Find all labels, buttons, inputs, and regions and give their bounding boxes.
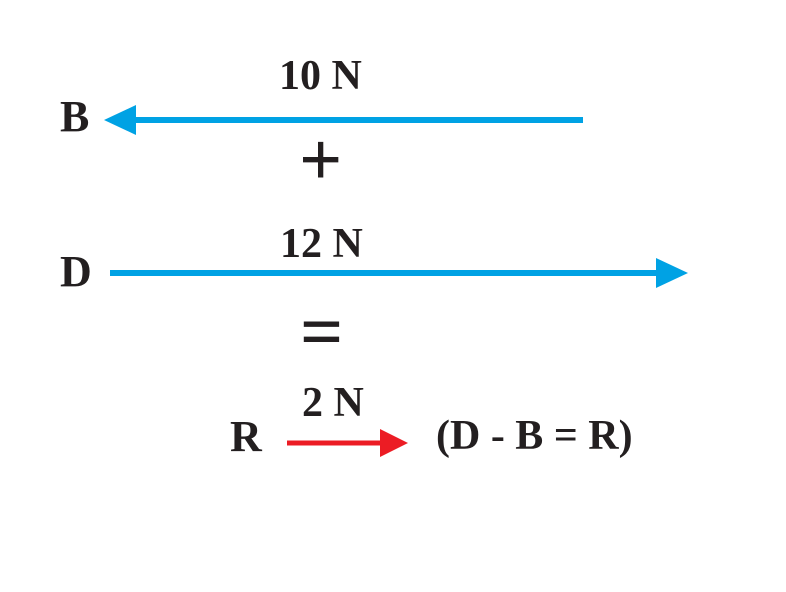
resultant-equation-label: (D - B = R) [436, 413, 633, 459]
vector-r-arrow [287, 429, 408, 457]
vector-d-magnitude-label: 12 N [280, 221, 363, 267]
vector-r-arrowhead-icon [380, 429, 408, 457]
vector-r-magnitude-label: 2 N [302, 380, 364, 426]
vector-d-arrow [110, 258, 688, 288]
plus-operator: + [299, 118, 343, 202]
vector-b-arrow [104, 105, 583, 135]
vector-b-name-label: B [60, 92, 90, 141]
vector-b-arrowhead-icon [104, 105, 136, 135]
vector-d-name-label: D [60, 247, 92, 296]
vector-b-magnitude-label: 10 N [279, 53, 362, 99]
equals-operator: = [300, 290, 344, 374]
vector-d-arrowhead-icon [656, 258, 688, 288]
vector-r-name-label: R [230, 412, 262, 461]
